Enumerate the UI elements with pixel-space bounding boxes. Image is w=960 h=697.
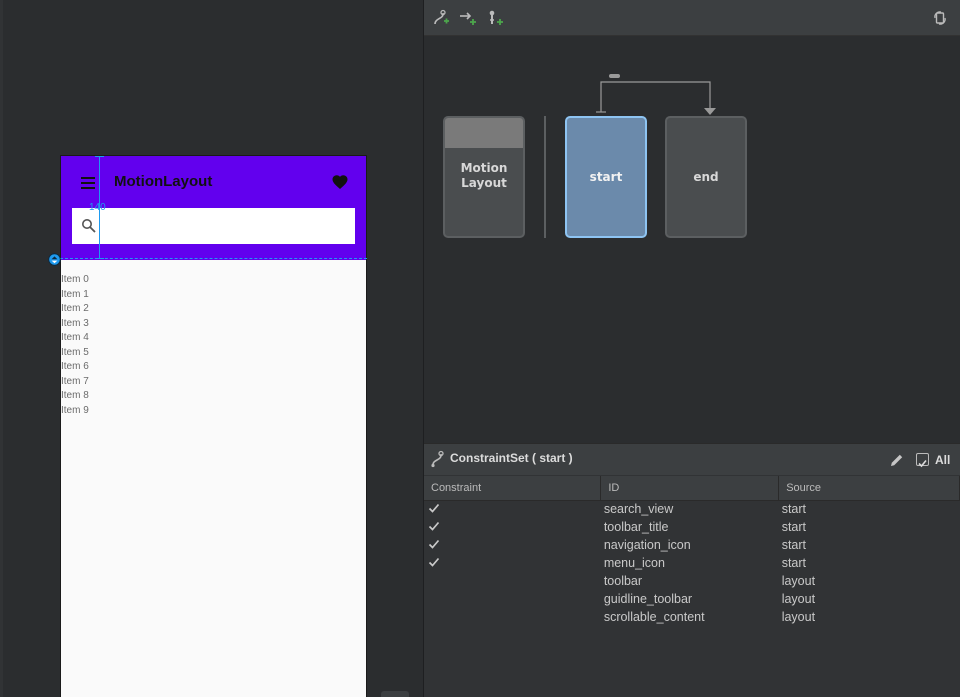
canvas-scrollbar[interactable] xyxy=(381,691,409,697)
table-row[interactable]: toolbar_title start xyxy=(424,518,960,536)
id-cell: search_view xyxy=(603,502,674,517)
search-icon xyxy=(82,219,96,233)
motion-layout-node-label-line1: Motion xyxy=(460,161,508,175)
list-item[interactable]: Item 5 xyxy=(61,346,89,358)
constraints-table[interactable]: Constraint ID Source search_view start t… xyxy=(424,476,960,626)
list-item[interactable]: Item 1 xyxy=(61,288,89,300)
create-click-handler-icon[interactable] xyxy=(459,9,477,27)
column-header-constraint[interactable]: Constraint xyxy=(424,476,602,501)
dimension-cap-top xyxy=(95,156,104,157)
checkmark-icon xyxy=(428,521,440,531)
source-cell: layout xyxy=(781,592,816,606)
column-header-id[interactable]: ID xyxy=(600,476,780,501)
list-item[interactable]: Item 2 xyxy=(61,303,89,314)
all-label: All xyxy=(935,453,951,467)
constraint-cell xyxy=(424,500,601,518)
toolbar-title[interactable]: MotionLayout xyxy=(114,173,213,190)
panel-divider[interactable] xyxy=(423,0,424,697)
motion-layout-node-header xyxy=(445,118,523,148)
device-preview[interactable]: MotionLayout Item 0 Item 1 Item 2 Item 3… xyxy=(60,155,367,697)
motion-layout-node-label-line2: Layout xyxy=(461,176,507,190)
table-row[interactable]: guidline_toolbar layout xyxy=(424,590,960,608)
id-cell: menu_icon xyxy=(603,556,665,570)
list-item[interactable]: Item 0 xyxy=(61,274,89,285)
checkmark-icon xyxy=(918,459,927,468)
navigation-icon[interactable] xyxy=(81,177,95,189)
id-cell: navigation_icon xyxy=(603,538,691,552)
end-node-label: end xyxy=(693,170,719,184)
cycle-icon[interactable] xyxy=(931,9,949,27)
constraint-cell xyxy=(424,608,601,626)
motion-overview-panel: Motion Layout start end xyxy=(424,0,960,443)
list-item[interactable]: Item 6 xyxy=(61,361,89,372)
constraintset-header: ConstraintSet ( start ) All xyxy=(424,443,960,475)
canvas-edge xyxy=(0,0,3,697)
create-swipe-handler-icon[interactable] xyxy=(486,9,504,27)
design-canvas[interactable]: MotionLayout Item 0 Item 1 Item 2 Item 3… xyxy=(0,0,423,697)
transition-arrow[interactable] xyxy=(584,70,724,116)
list-item[interactable]: Item 9 xyxy=(61,404,89,416)
source-cell: layout xyxy=(781,610,816,624)
constraintset-end-node[interactable]: end xyxy=(665,116,747,238)
guideline-toolbar[interactable] xyxy=(60,258,367,259)
start-node-label: start xyxy=(589,170,623,184)
list-item[interactable]: Item 3 xyxy=(61,317,89,329)
checkmark-icon xyxy=(428,503,440,513)
constraintset-title: ConstraintSet ( start ) xyxy=(450,451,573,465)
source-cell: start xyxy=(781,556,806,570)
list-item[interactable]: Item 8 xyxy=(61,390,89,401)
node-separator xyxy=(544,116,546,238)
list-item[interactable]: Item 7 xyxy=(61,375,89,387)
all-checkbox[interactable] xyxy=(916,453,929,468)
checkmark-icon xyxy=(428,557,440,567)
motion-toolbar xyxy=(424,0,960,36)
motion-layout-node[interactable]: Motion Layout xyxy=(443,116,525,238)
table-row[interactable]: scrollable_content layout xyxy=(424,608,960,626)
constraintset-panel: ConstraintSet ( start ) All Constraint I… xyxy=(424,443,960,697)
search-view[interactable] xyxy=(72,208,355,244)
constraint-cell xyxy=(424,518,601,536)
id-cell: toolbar_title xyxy=(603,520,669,534)
create-transition-icon[interactable] xyxy=(432,9,450,27)
table-row[interactable]: navigation_icon start xyxy=(424,536,960,554)
scrollable-content[interactable]: Item 0 Item 1 Item 2 Item 3 Item 4 Item … xyxy=(61,273,89,418)
checkmark-icon xyxy=(428,539,440,549)
menu-icon[interactable] xyxy=(331,173,349,191)
constraint-cell xyxy=(424,590,601,608)
id-cell: guidline_toolbar xyxy=(603,592,693,606)
column-header-source[interactable]: Source xyxy=(778,476,960,501)
constraint-cell xyxy=(424,572,601,590)
edit-pencil-icon[interactable] xyxy=(889,452,905,468)
transition-graph[interactable]: Motion Layout start end xyxy=(424,36,960,443)
id-cell: toolbar xyxy=(603,574,643,588)
guideline-dimension-line xyxy=(99,157,100,259)
constraintset-start-node[interactable]: start xyxy=(565,116,647,238)
constraint-cell xyxy=(424,536,601,554)
constraint-cell xyxy=(424,554,601,572)
id-cell: scrollable_content xyxy=(603,610,705,624)
source-cell: start xyxy=(781,520,806,534)
table-row[interactable]: search_view start xyxy=(424,500,960,518)
motion-layout-node-label: Motion Layout xyxy=(445,148,523,191)
toolbar[interactable]: MotionLayout xyxy=(61,156,366,260)
source-cell: start xyxy=(781,538,806,552)
transition-icon xyxy=(431,450,444,468)
source-cell: layout xyxy=(781,574,816,588)
table-row[interactable]: menu_icon start xyxy=(424,554,960,572)
guideline-value: 140 xyxy=(89,202,106,213)
table-row[interactable]: toolbar layout xyxy=(424,572,960,590)
table-header-row: Constraint ID Source xyxy=(424,476,960,501)
list-item[interactable]: Item 4 xyxy=(61,332,89,343)
dimension-cap-bottom xyxy=(95,258,104,259)
guideline-handle-icon[interactable] xyxy=(48,253,61,266)
source-cell: start xyxy=(781,502,806,517)
